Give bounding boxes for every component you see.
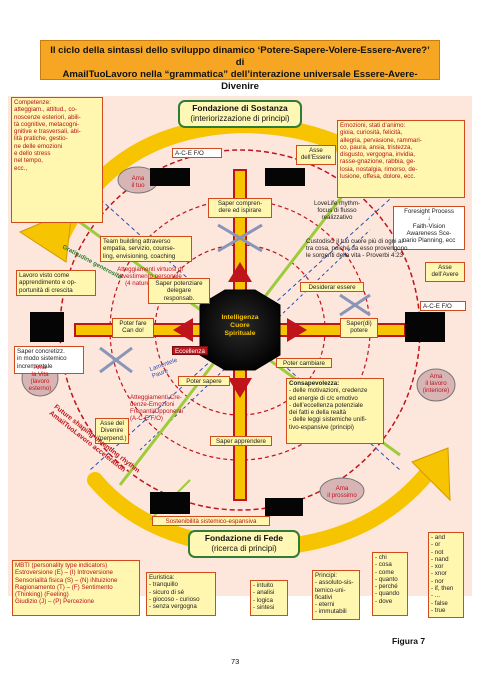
- poter-cambiare-box: Poter cambiare: [276, 358, 332, 368]
- title-line-1: Il ciclo della sintassi dello sviluppo d…: [50, 45, 430, 68]
- poter-fare-box: Poter fare Can do!: [112, 318, 154, 338]
- saper-apprendere-box: Saper apprendere: [210, 436, 272, 446]
- saper-comprendere-box: Saper compren- dere ed ispirare: [208, 198, 272, 218]
- consapevolezza-list: - delle motivazioni, credenze ed energie…: [289, 387, 368, 431]
- black-block-top-right: [265, 168, 305, 186]
- principi-box: Principi: - assoluto-sis- temico-uni- fi…: [312, 570, 360, 620]
- ama-oval-3: [416, 368, 456, 402]
- arrow-right: [287, 318, 307, 342]
- black-block-top-left: [150, 168, 190, 186]
- sostenibilita-box: Sostenibilità sistemico-espansiva: [152, 516, 270, 526]
- arrow-down: [228, 378, 252, 398]
- black-block-right: [405, 312, 445, 342]
- fondazione-sostanza-subtitle: (interiorizzazione di principi): [190, 113, 290, 123]
- lavoro-visto-box: Lavoro visto come apprendimento e op- po…: [16, 270, 96, 296]
- saper-concretizzare-box: Saper concretizz. in modo sistemico incr…: [14, 346, 84, 374]
- diagonal-blue-3: [139, 229, 371, 451]
- saper-potere-box: Saper(di) potere: [340, 318, 378, 338]
- center-octagon: [199, 289, 281, 371]
- ama-prossimo-label: Ama il prossimo: [327, 485, 357, 499]
- fondazione-fede: Fondazione di Fede (ricerca di principi): [188, 530, 300, 558]
- figure-caption: Figura 7: [392, 636, 426, 646]
- black-block-bottom-right: [265, 498, 303, 516]
- black-block-bottom-left: [150, 492, 190, 514]
- page-number: 73: [231, 657, 240, 666]
- intuito-box: - intuito - analisi - logica - sintesi: [250, 580, 288, 616]
- ama-il-tuo-label: Ama il tuo: [131, 175, 145, 189]
- title-line-2: AmailTuoLavoro nella “grammatica” dell’i…: [62, 69, 418, 92]
- desiderar-essere-box: Desiderar essere: [300, 282, 364, 292]
- ama-oval-4: [319, 477, 365, 505]
- fondazione-fede-title: Fondazione di Fede: [204, 533, 284, 543]
- asse-essere-label: Asse dell’Essere: [296, 145, 336, 165]
- ace-top-label: A-C-E F/O: [172, 148, 222, 158]
- saper-potenziare-box: Saper potenziare delegare responsab.: [148, 278, 210, 304]
- emozioni-box: Emozioni, stati d’animo: gioia, curiosit…: [337, 120, 465, 198]
- asse-avere-label: Asse dell’Avere: [425, 262, 465, 282]
- arrow-up: [228, 262, 252, 282]
- consapevolezza-box: Consapevolezza: - delle motivazioni, cre…: [286, 378, 384, 444]
- mbti-box: MBTI (personality type indicators) Estro…: [12, 560, 140, 616]
- asse-divenire-label: Asse del Divenire (perpend.): [95, 418, 129, 444]
- poter-sapere-box: Poter sapere: [178, 376, 230, 386]
- center-label: Intelligenza Cuore Spirituale: [221, 314, 259, 337]
- eccellenza-badge: Eccellenza: [172, 346, 208, 355]
- domande-box: - chi - cosa - come - quanto - perché - …: [372, 552, 408, 616]
- ama-lavoro-label: Ama il lavoro (interiore): [422, 373, 450, 394]
- arrow-left: [173, 318, 193, 342]
- fondazione-sostanza-title: Fondazione di Sostanza: [192, 103, 288, 113]
- atteggiamenti-credenze-label: Atteggiamenti-Cre- denze-Emozioni Frenan…: [130, 394, 183, 422]
- fondazione-sostanza: Fondazione di Sostanza (interiorizzazion…: [178, 100, 302, 128]
- competenze-box: Competenze: atteggiam., attitud., co- no…: [11, 97, 103, 223]
- black-block-left: [30, 312, 64, 342]
- arrow-head-right: [411, 447, 451, 502]
- fondazione-fede-subtitle: (ricerca di principi): [211, 543, 277, 553]
- foresight-box: Foresight Process ↓ Faith-Vision Awarene…: [393, 206, 465, 250]
- ama-la-vita-label: Ama la Vita (lavoro esterno): [28, 364, 52, 392]
- consapevolezza-title: Consapevolezza:: [289, 380, 340, 387]
- operatori-logici-box: - and - or - not - nand - xor - xnor - n…: [428, 532, 464, 618]
- custodisci-quote: Custodisci il tuo cuore più di ogni al- …: [306, 238, 408, 259]
- team-building-box: Team building attraverso empatia, serviz…: [100, 236, 192, 262]
- ace-right-label: A-C-E F/O: [420, 301, 466, 311]
- lovelife-label: LoveLife rhythm- focus di flusso realizz…: [313, 200, 361, 221]
- euristica-box: Euristica: - tranquillo - sicuro di sé -…: [146, 572, 216, 616]
- figure-title: Il ciclo della sintassi dello sviluppo d…: [40, 40, 440, 92]
